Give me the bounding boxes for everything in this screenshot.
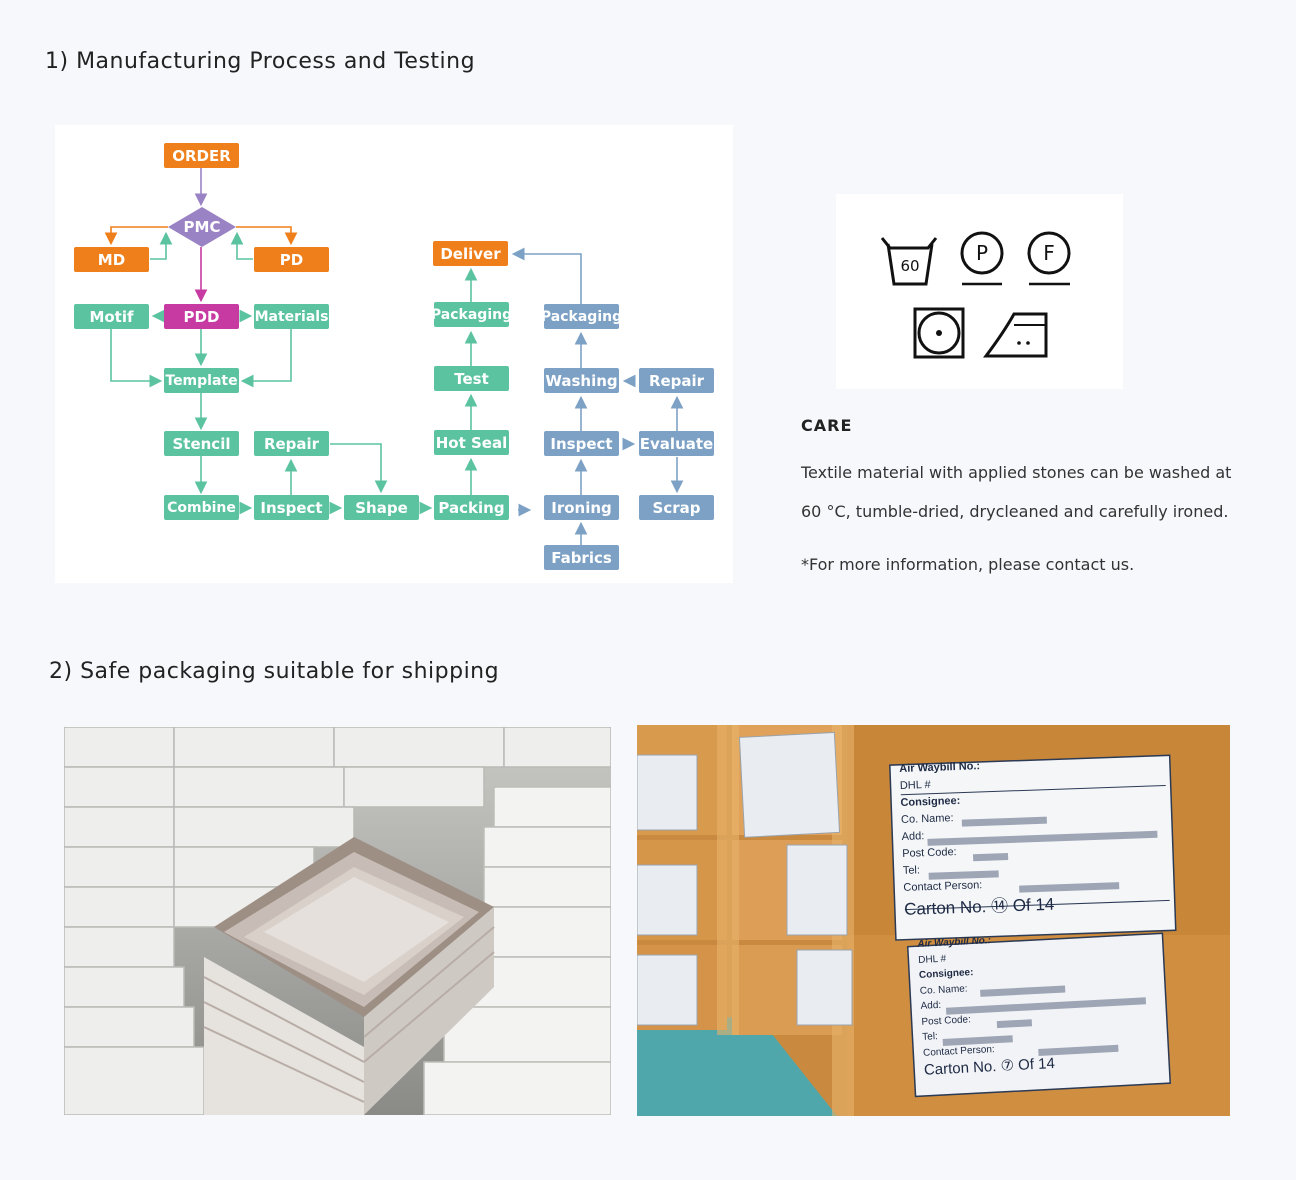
- flow-node-pmc-label: PMC: [183, 218, 221, 236]
- flow-node-packaging-blue: Packaging: [544, 304, 619, 329]
- flow-node-deliver: Deliver: [433, 241, 508, 266]
- dryclean-f-symbol: F: [1043, 241, 1055, 265]
- flow-node-repair-green: Repair: [254, 431, 329, 456]
- cartons-illustration: [637, 725, 1230, 1116]
- flow-node-washing: Washing: [544, 368, 619, 393]
- flow-node-shape: Shape: [344, 495, 419, 520]
- flow-node-test: Test: [434, 366, 509, 391]
- section-1-title: 1) Manufacturing Process and Testing: [45, 49, 476, 74]
- flow-node-motif: Motif: [74, 304, 149, 329]
- flow-node-repair-blue: Repair: [639, 368, 714, 393]
- dryclean-f-icon: F: [1027, 231, 1071, 286]
- flowchart-connectors: [104, 168, 684, 545]
- flow-node-fabrics: Fabrics: [544, 545, 619, 570]
- care-symbols: 60 P F: [880, 231, 1071, 359]
- flow-node-packaging-green: Packaging: [434, 302, 509, 327]
- tumble-dry-icon: [913, 307, 965, 359]
- wash-temp-symbol: 60: [900, 257, 919, 275]
- iron-icon: [983, 312, 1048, 358]
- flow-node-pdd: PDD: [164, 304, 239, 329]
- dryclean-p-symbol: P: [976, 241, 988, 265]
- care-text-line-2: 60 °C, tumble-dried, drycleaned and care…: [801, 502, 1229, 521]
- flow-node-stencil: Stencil: [164, 431, 239, 456]
- photo-shipping-cartons: Air Waybill No.: DHL # Consignee: Co. Na…: [637, 725, 1230, 1116]
- flow-node-order: ORDER: [164, 143, 239, 168]
- flow-node-template: Template: [164, 368, 239, 393]
- flow-node-combine: Combine: [164, 495, 239, 520]
- photo-stacked-boxes: [64, 727, 611, 1115]
- flow-node-pd: PD: [254, 247, 329, 272]
- dryclean-p-icon: P: [960, 231, 1004, 286]
- care-note: *For more information, please contact us…: [801, 555, 1135, 574]
- shipping-label-top: Air Waybill No.: DHL # Consignee: Co. Na…: [899, 752, 1174, 919]
- care-title: CARE: [801, 416, 853, 435]
- flow-node-materials: Materials: [254, 304, 329, 329]
- care-text-line-1: Textile material with applied stones can…: [801, 463, 1232, 482]
- flow-node-ironing: Ironing: [544, 495, 619, 520]
- flow-node-scrap: Scrap: [639, 495, 714, 520]
- flow-node-hot-seal: Hot Seal: [434, 430, 509, 455]
- flow-node-md: MD: [74, 247, 149, 272]
- care-symbols-panel: 60 P F: [836, 194, 1123, 389]
- flow-node-pmc: PMC: [168, 207, 236, 247]
- stacked-boxes-illustration: [64, 727, 611, 1115]
- flow-node-inspect-blue: Inspect: [544, 431, 619, 456]
- wash-60-icon: 60: [880, 237, 938, 286]
- flow-node-evaluate: Evaluate: [639, 431, 714, 456]
- shipping-label-bottom: Air Waybill No.: DHL # Consignee: Co. Na…: [917, 924, 1174, 1079]
- flow-node-inspect-green: Inspect: [254, 495, 329, 520]
- section-2-title: 2) Safe packaging suitable for shipping: [49, 659, 500, 684]
- flow-node-packing: Packing: [434, 495, 509, 520]
